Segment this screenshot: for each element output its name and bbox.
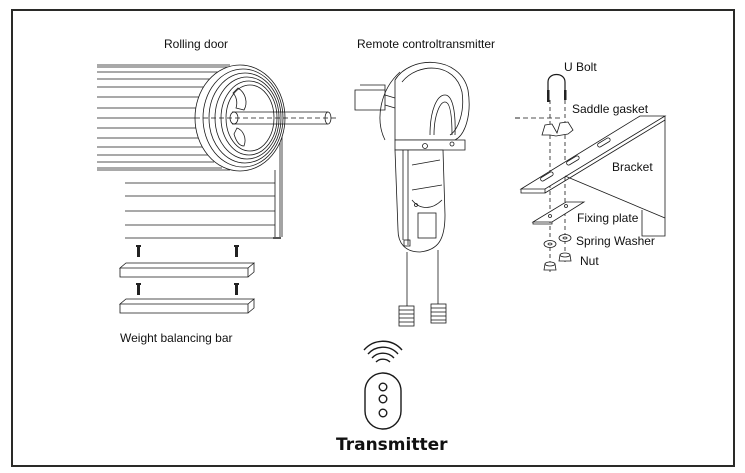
balancing-bar-bottom — [118, 283, 256, 314]
door-slats-lower — [125, 128, 283, 239]
label-rolling-door: Rolling door — [164, 37, 229, 51]
label-spring-washer: Spring Washer — [576, 234, 655, 248]
cord-weight-right — [430, 303, 447, 324]
balancing-bar-top — [118, 245, 256, 278]
remote-body — [364, 372, 402, 430]
bracket — [519, 115, 667, 237]
remote-button-2 — [378, 394, 388, 404]
fixing-plate — [531, 201, 586, 225]
saddle-gasket — [541, 121, 574, 137]
nuts — [543, 252, 572, 271]
label-remote-control-transmitter: Remote controltransmitter — [357, 37, 496, 51]
door-drum — [194, 64, 338, 172]
spring-washers — [543, 234, 572, 248]
door-slats-upper — [97, 64, 230, 171]
transmitter-remote — [363, 340, 403, 430]
cord-weight-left — [398, 305, 415, 327]
label-fixing-plate: Fixing plate — [577, 211, 639, 225]
u-bolt — [547, 73, 567, 102]
weight-balancing-bar — [118, 245, 256, 314]
label-saddle-gasket: Saddle gasket — [572, 102, 649, 116]
label-bracket: Bracket — [612, 160, 653, 174]
label-transmitter: Transmitter — [336, 435, 448, 455]
bracket-assembly — [515, 73, 667, 275]
wireless-signal-icon — [363, 340, 403, 363]
diagram-frame — [11, 9, 735, 467]
label-weight-balancing-bar: Weight balancing bar — [120, 331, 233, 345]
label-nut: Nut — [580, 254, 599, 268]
label-u-bolt: U Bolt — [564, 60, 597, 74]
roller-door-motor — [354, 61, 520, 327]
remote-button-1 — [378, 382, 388, 392]
rolling-door — [97, 64, 338, 239]
remote-button-3 — [378, 408, 388, 418]
